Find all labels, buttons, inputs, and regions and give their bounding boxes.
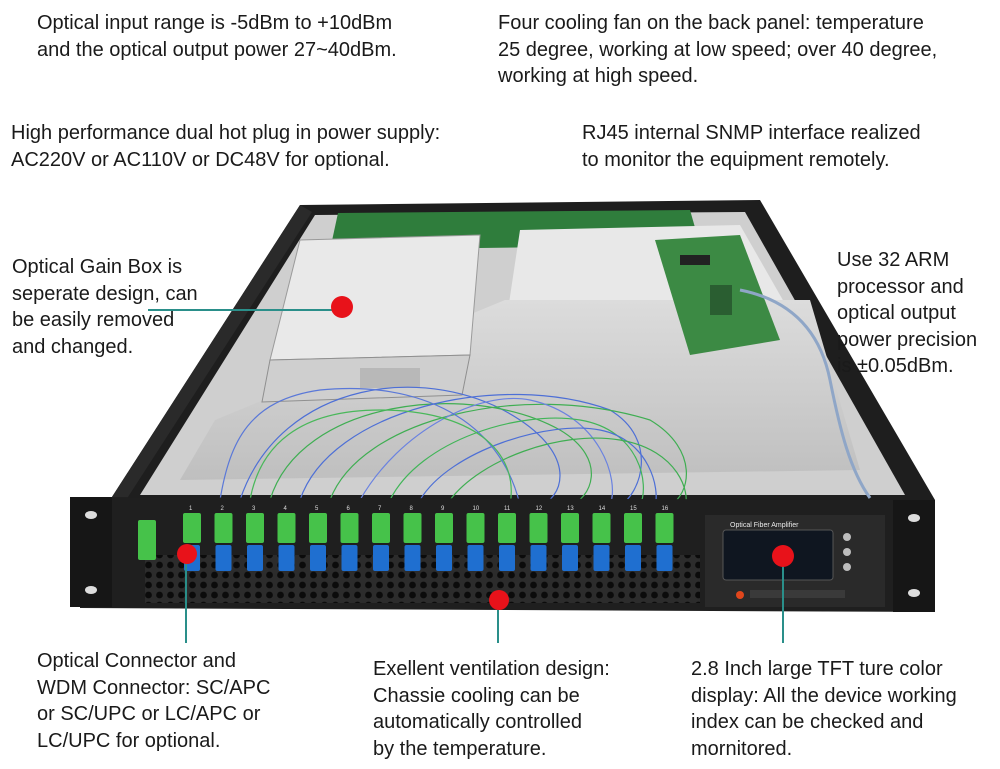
marker-ventilation xyxy=(489,590,509,610)
nav-button-1[interactable] xyxy=(843,533,851,541)
wdm-connector[interactable] xyxy=(562,545,578,571)
arm-processor-board xyxy=(655,235,780,355)
port-number-label: 8 xyxy=(410,506,414,512)
sc-apc-connector[interactable] xyxy=(246,513,264,543)
port-number-label: 12 xyxy=(536,506,543,512)
port-number-label: 10 xyxy=(473,506,480,512)
callout-power-supply: High performance dual hot plug in power … xyxy=(11,122,441,171)
callout-connectors: Optical Connector and WDM Connector: SC/… xyxy=(37,650,271,752)
callout-cooling-fans: Four cooling fan on the back panel: temp… xyxy=(498,12,938,87)
port-number-label: 13 xyxy=(567,506,574,512)
sc-apc-connector[interactable] xyxy=(309,513,327,543)
display-module: Optical Fiber Amplifier xyxy=(705,515,885,607)
wdm-connector[interactable] xyxy=(247,545,263,571)
sc-apc-connector[interactable] xyxy=(340,513,359,543)
laser-warning-icon xyxy=(736,591,744,599)
port-number-label: 5 xyxy=(315,506,319,512)
callout-display: 2.8 Inch large TFT ture color display: A… xyxy=(691,658,957,760)
port-number-label: 7 xyxy=(378,506,382,512)
sc-apc-connector[interactable] xyxy=(403,513,422,543)
sc-apc-connector[interactable] xyxy=(435,513,453,543)
wdm-connector[interactable] xyxy=(593,545,610,571)
marker-gain-box xyxy=(331,296,353,318)
snmp-cable xyxy=(739,288,872,499)
port-number-label: 6 xyxy=(347,506,351,512)
sc-apc-connector[interactable] xyxy=(183,513,201,543)
wdm-connector[interactable] xyxy=(341,545,358,571)
callout-snmp: RJ45 internal SNMP interface realized to… xyxy=(582,122,921,171)
wdm-connector[interactable] xyxy=(310,545,326,571)
wdm-connector[interactable] xyxy=(656,545,673,571)
port-number-label: 11 xyxy=(504,506,511,512)
wdm-connector[interactable] xyxy=(278,545,295,571)
callout-ventilation: Exellent ventilation design: Chassie coo… xyxy=(373,658,610,760)
callout-gain-box: Optical Gain Box is seperate design, can… xyxy=(12,256,198,358)
port-number-label: 2 xyxy=(221,506,225,512)
port-number-label: 15 xyxy=(630,506,637,512)
port-number-label: 1 xyxy=(189,506,193,512)
wdm-connector[interactable] xyxy=(215,545,232,571)
wdm-connector[interactable] xyxy=(499,545,515,571)
port-number-label: 4 xyxy=(284,506,288,512)
nav-button-3[interactable] xyxy=(843,563,851,571)
sc-apc-connector[interactable] xyxy=(561,513,579,543)
wdm-connector[interactable] xyxy=(404,545,421,571)
port-number-label: 3 xyxy=(252,506,256,512)
sc-apc-connector[interactable] xyxy=(624,513,642,543)
wdm-connector[interactable] xyxy=(467,545,484,571)
panel-brand-title: Optical Fiber Amplifier xyxy=(730,522,799,529)
port-number-label: 16 xyxy=(662,506,669,512)
wdm-connector[interactable] xyxy=(530,545,547,571)
sc-apc-connector[interactable] xyxy=(498,513,516,543)
sc-apc-connector[interactable] xyxy=(466,513,485,543)
sc-apc-connector[interactable] xyxy=(277,513,296,543)
wdm-connector[interactable] xyxy=(625,545,641,571)
callout-optical-range: Optical input range is -5dBm to +10dBm a… xyxy=(37,12,397,61)
port-number-label: 9 xyxy=(441,506,445,512)
sc-apc-connector[interactable] xyxy=(372,513,390,543)
sc-apc-connector[interactable] xyxy=(655,513,674,543)
sc-apc-connector[interactable] xyxy=(592,513,611,543)
nav-button-2[interactable] xyxy=(843,548,851,556)
port-number-label: 14 xyxy=(599,506,606,512)
marker-display xyxy=(772,545,794,567)
marker-connectors xyxy=(177,544,197,564)
optical-gain-box xyxy=(261,234,481,403)
callout-arm-processor: Use 32 ARM processor and optical output … xyxy=(837,249,978,377)
wdm-connector[interactable] xyxy=(436,545,452,571)
sc-apc-connector[interactable] xyxy=(529,513,548,543)
sc-apc-connector[interactable] xyxy=(214,513,233,543)
optical-input-connector[interactable] xyxy=(138,520,156,560)
fiber-cables xyxy=(219,386,687,506)
wdm-connector[interactable] xyxy=(373,545,389,571)
